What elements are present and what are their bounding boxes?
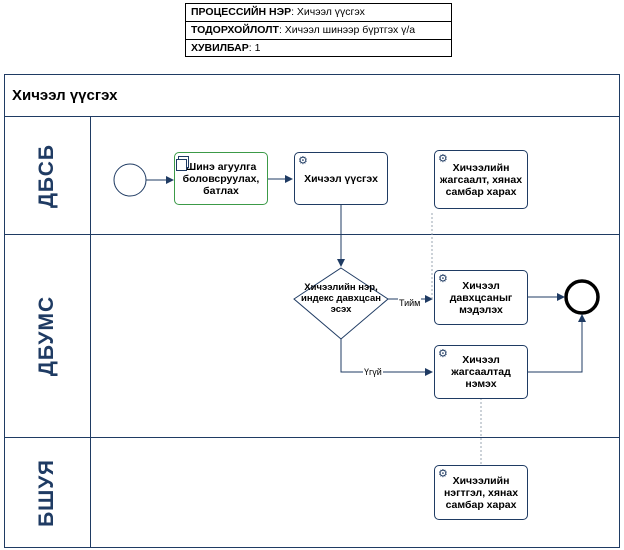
process-version-row: ХУВИЛБАР: 1 xyxy=(191,42,261,54)
lane-label-bshuya: БШУЯ xyxy=(4,437,91,548)
gear-icon: ⚙ xyxy=(438,468,448,480)
gateway-label: Хичээлийн нэр, индекс давхцсан эсэх xyxy=(300,282,382,315)
process-version-label: ХУВИЛБАР xyxy=(191,42,249,54)
flow-label-no: Үгүй xyxy=(363,367,383,377)
task-add-to-list[interactable]: ⚙ Хичээл жагсаалтад нэмэх xyxy=(434,345,528,399)
document-icon xyxy=(176,156,189,171)
pool-title: Хичээл үүсгэх xyxy=(4,74,620,117)
process-version-value: 1 xyxy=(254,42,261,54)
lane-separator xyxy=(4,234,620,235)
start-event xyxy=(113,163,147,197)
task-view-summary[interactable]: ⚙ Хичээлийн нэгтгэл, хянах самбар харах xyxy=(434,465,528,520)
task-notify-duplicate[interactable]: ⚙ Хичээл давхцсаныг мэдэлэх xyxy=(434,270,528,325)
task-curriculum[interactable]: Шинэ агуулга боловсруулах, батлах xyxy=(174,152,268,205)
flow-label-yes: Тийм xyxy=(398,298,422,308)
process-purpose-row: ТОДОРХОЙЛОЛТ: Хичээл шинээр бүртгэх ү/а xyxy=(186,22,451,40)
gear-icon: ⚙ xyxy=(438,273,448,285)
process-info-table: ПРОЦЕССИЙН НЭР: Хичээл үүсгэх ТОДОРХОЙЛО… xyxy=(185,3,452,57)
lane-separator xyxy=(4,437,620,438)
flow-arrow-no xyxy=(340,339,433,376)
task-label: Хичээл жагсаалтад нэмэх xyxy=(451,354,511,390)
flow-arrow xyxy=(528,314,586,373)
lane-label-dbums: ДБУМС xyxy=(4,234,91,437)
gear-icon: ⚙ xyxy=(438,348,448,360)
process-name-label: ПРОЦЕССИЙН НЭР xyxy=(191,6,292,18)
task-create-course[interactable]: ⚙ Хичээл үүсгэх xyxy=(294,152,388,205)
pool xyxy=(4,74,620,548)
end-event xyxy=(564,279,600,315)
process-purpose-label: ТОДОРХОЙЛОЛТ xyxy=(191,24,279,36)
lane-label-dbsb: ДБСБ xyxy=(4,117,91,234)
task-label: Хичээл үүсгэх xyxy=(304,172,378,185)
task-label: Хичээлийн нэгтгэл, хянах самбар харах xyxy=(443,474,519,511)
gear-icon: ⚙ xyxy=(298,155,308,167)
task-label: Хичээл давхцсаныг мэдэлэх xyxy=(449,279,513,316)
task-label: Хичээлийн жагсаалт, хянах самбар харах xyxy=(439,161,523,198)
process-name-row: ПРОЦЕССИЙН НЭР: Хичээл үүсгэх xyxy=(186,4,451,22)
process-name-value: Хичээл үүсгэх xyxy=(296,6,365,18)
task-label: Шинэ агуулга боловсруулах, батлах xyxy=(182,160,260,197)
process-purpose-value: Хичээл шинээр бүртгэх ү/а xyxy=(284,24,416,36)
gear-icon: ⚙ xyxy=(438,153,448,165)
task-view-schedule[interactable]: ⚙ Хичээлийн жагсаалт, хянах самбар харах xyxy=(434,150,528,209)
